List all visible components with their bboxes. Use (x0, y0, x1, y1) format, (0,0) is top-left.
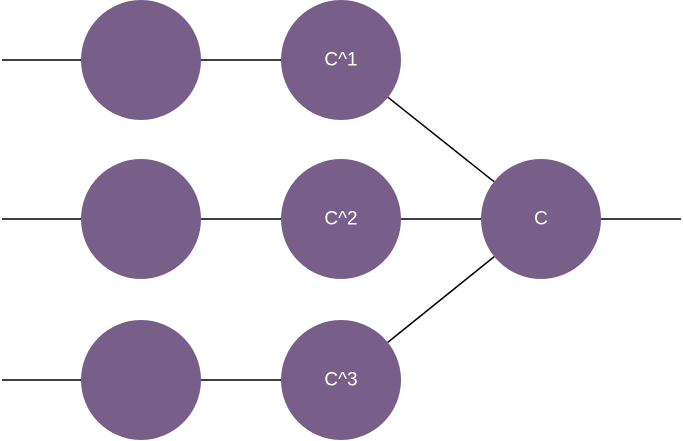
node-c1: C^1 (281, 0, 401, 120)
node-c2: C^2 (281, 159, 401, 279)
edge-c3-to-c (387, 256, 495, 343)
node-circle-c (481, 159, 601, 279)
node-circle-in2 (81, 159, 201, 279)
nodes-layer: C^1C^2C^3 C (81, 0, 601, 440)
node-c3: C^3 (281, 320, 401, 440)
edges-layer (2, 59, 681, 381)
edge-c1-to-c (387, 96, 495, 183)
node-in1 (81, 0, 201, 120)
node-label-c3: C^3 (324, 370, 357, 391)
node-label-c: C (534, 209, 548, 230)
node-circle-c1 (281, 0, 401, 120)
node-in2 (81, 159, 201, 279)
node-circle-c3 (281, 320, 401, 440)
node-label-c2: C^2 (324, 209, 357, 230)
node-label-c1: C^1 (324, 50, 357, 71)
node-c: C (481, 159, 601, 279)
node-circle-in1 (81, 0, 201, 120)
node-circle-in3 (81, 320, 201, 440)
node-in3 (81, 320, 201, 440)
node-circle-c2 (281, 159, 401, 279)
